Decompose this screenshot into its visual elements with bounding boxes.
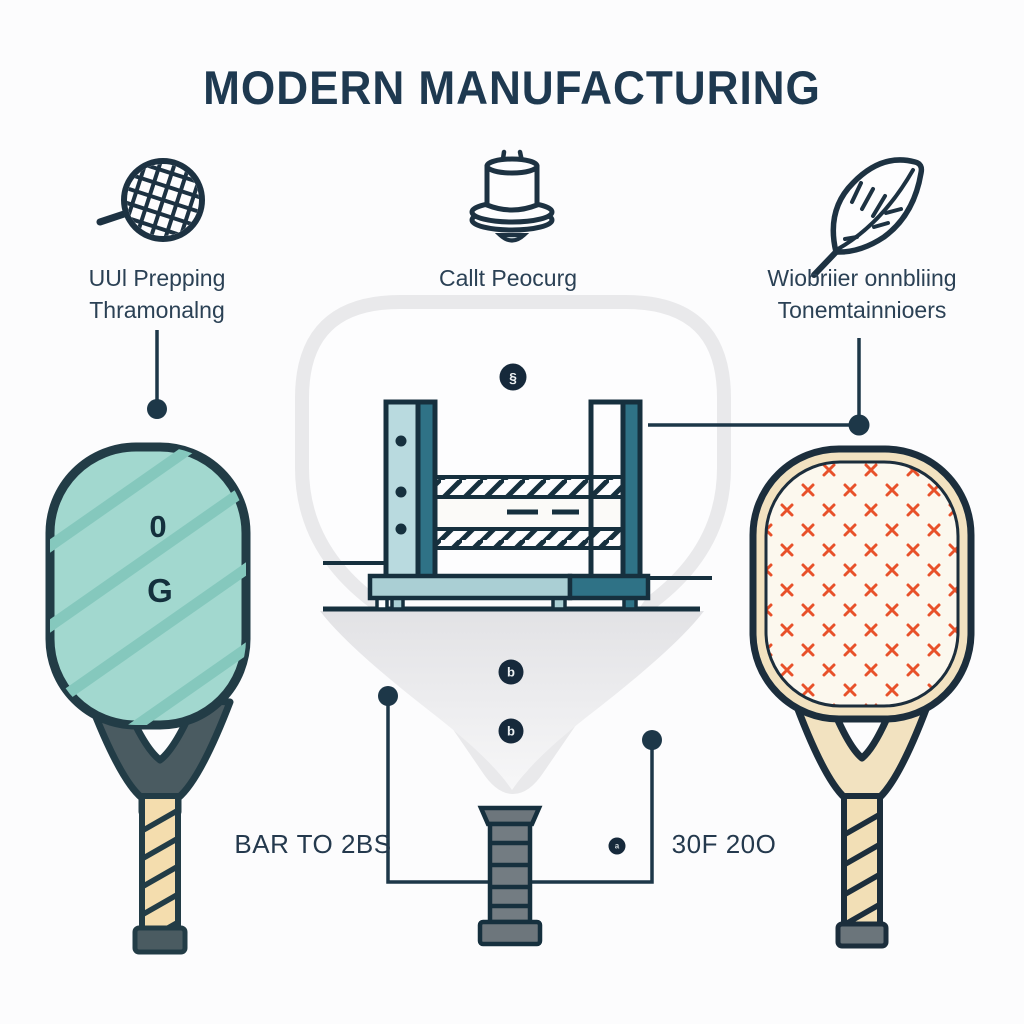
right-paddle — [749, 445, 975, 949]
press-machine — [323, 399, 712, 612]
badge-mid-1: b — [498, 659, 524, 685]
page-title: MODERN MANUFACTURING — [203, 61, 821, 114]
left-paddle — [45, 442, 251, 955]
step-label-pouring: Callt Peocurg — [439, 263, 577, 295]
mold-pour-icon — [469, 149, 555, 243]
step-label-pouring-line1: Callt Peocurg — [438, 265, 578, 291]
press-base — [367, 573, 651, 611]
right-paddle-cap — [835, 921, 889, 949]
connector-right — [648, 338, 870, 436]
step-label-finishing-line1: Wiobriier onnbliing — [767, 265, 957, 291]
badge-mini-dot: a — [608, 837, 626, 855]
badge-mid-2: b — [498, 718, 524, 744]
mold-grip — [477, 805, 543, 947]
left-paddle-glyph-2: G — [147, 572, 173, 609]
left-paddle-glyph-1: 0 — [149, 509, 167, 544]
callout-left-text: BAR TO 2BS — [234, 829, 392, 859]
callout-right-text: 30F 20O — [671, 829, 777, 859]
leaf-icon — [811, 157, 925, 278]
step-label-finishing: Wiobriier onnbliing Tonemtainnioers — [767, 263, 956, 326]
badge-top: § — [499, 363, 527, 391]
press-beams — [428, 475, 628, 550]
step-label-finishing-line2: Tonemtainnioers — [777, 296, 947, 323]
right-paddle-neck — [789, 690, 935, 816]
right-paddle-face — [764, 460, 960, 708]
press-column-left — [383, 399, 438, 581]
ghost-paddle-gradient-fill — [320, 611, 704, 790]
connector-left — [147, 330, 167, 419]
step-label-prepping-line2: Thramonalng — [89, 296, 225, 323]
mesh-icon — [96, 154, 209, 246]
step-label-prepping: UUl Prepping Thramonalng — [89, 263, 226, 326]
left-paddle-cap — [132, 925, 188, 955]
step-label-prepping-line1: UUl Prepping — [88, 265, 226, 291]
